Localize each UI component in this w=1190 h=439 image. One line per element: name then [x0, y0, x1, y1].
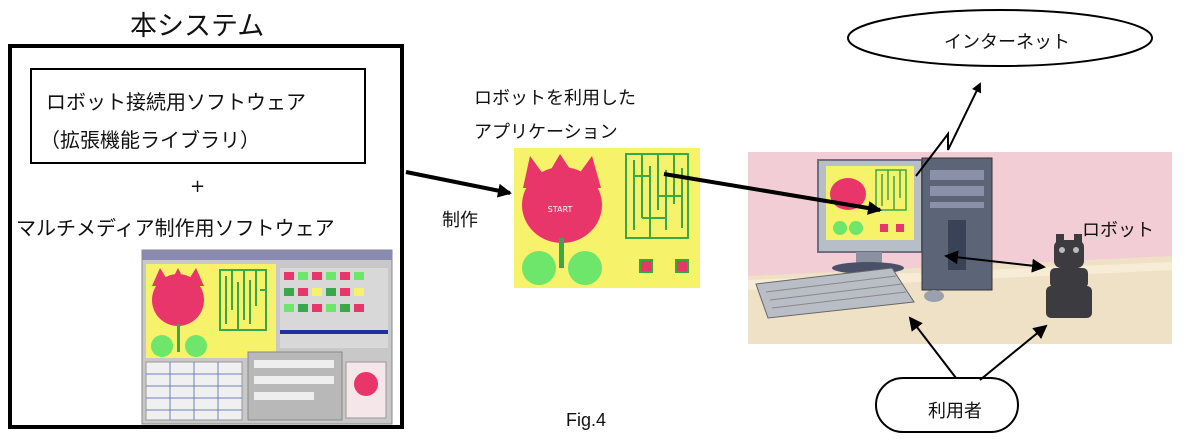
application-label-line2: アプリケーション — [474, 122, 618, 143]
internet-node — [847, 9, 1153, 67]
multimedia-software-screenshot — [141, 249, 393, 425]
internet-label: インターネット — [944, 32, 1070, 53]
user-node — [875, 377, 1019, 433]
multimedia-software-label: マルチメディア制作用ソフトウェア — [16, 216, 335, 240]
produce-label: 制作 — [442, 210, 478, 231]
arrow-produce — [405, 170, 512, 198]
robot-software-label: ロボット接続用ソフトウェア — [46, 90, 306, 114]
internet-connection-zigzag — [915, 82, 982, 177]
user-label: 利用者 — [928, 401, 982, 422]
application-label-line1: ロボットを利用した — [474, 88, 636, 109]
plus-sign: + — [190, 176, 206, 197]
extension-library-label: （拡張機能ライブラリ） — [40, 128, 260, 152]
computer-desk-photo — [748, 152, 1172, 344]
system-title: 本システム — [130, 11, 265, 42]
user-to-robot-arrow — [979, 324, 1048, 381]
start-text: START — [548, 205, 573, 214]
arrow-deploy — [663, 172, 882, 215]
pc-robot-connection-arrow — [944, 250, 1046, 273]
application-screenshot: START — [514, 148, 700, 288]
system-frame — [8, 44, 404, 429]
figure-label: Fig.4 — [566, 410, 607, 430]
user-to-pc-arrow — [908, 316, 957, 379]
robot-label: ロボット — [1082, 220, 1154, 241]
robot-software-box: ロボット接続用ソフトウェア （拡張機能ライブラリ） — [30, 68, 366, 164]
